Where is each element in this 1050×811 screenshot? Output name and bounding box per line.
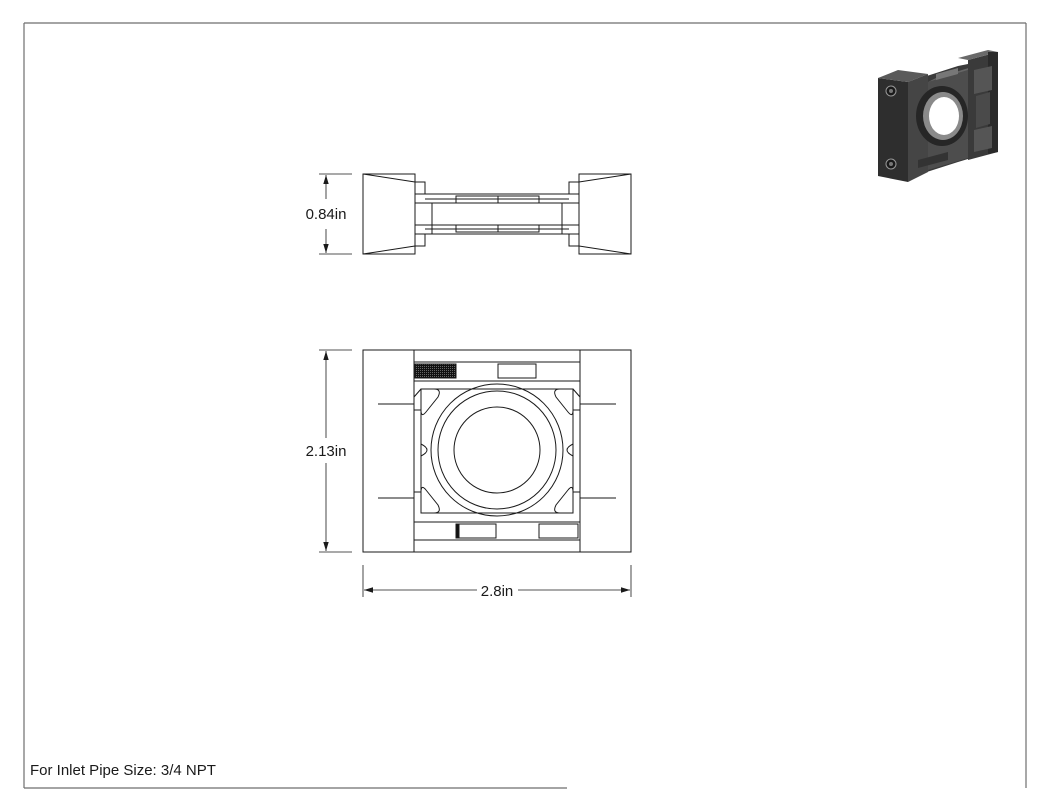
sheet-border <box>23 22 1027 789</box>
isometric-view <box>878 50 998 182</box>
dim-label-front-width: 2.8in <box>481 583 514 600</box>
dim-label-front-height: 2.13in <box>306 443 347 460</box>
dimension-lines <box>319 173 632 597</box>
top-view <box>362 173 632 255</box>
inlet-pipe-note: For Inlet Pipe Size: 3/4 NPT <box>30 762 216 779</box>
dim-label-top-height: 0.84in <box>306 206 347 223</box>
front-view <box>362 349 632 553</box>
